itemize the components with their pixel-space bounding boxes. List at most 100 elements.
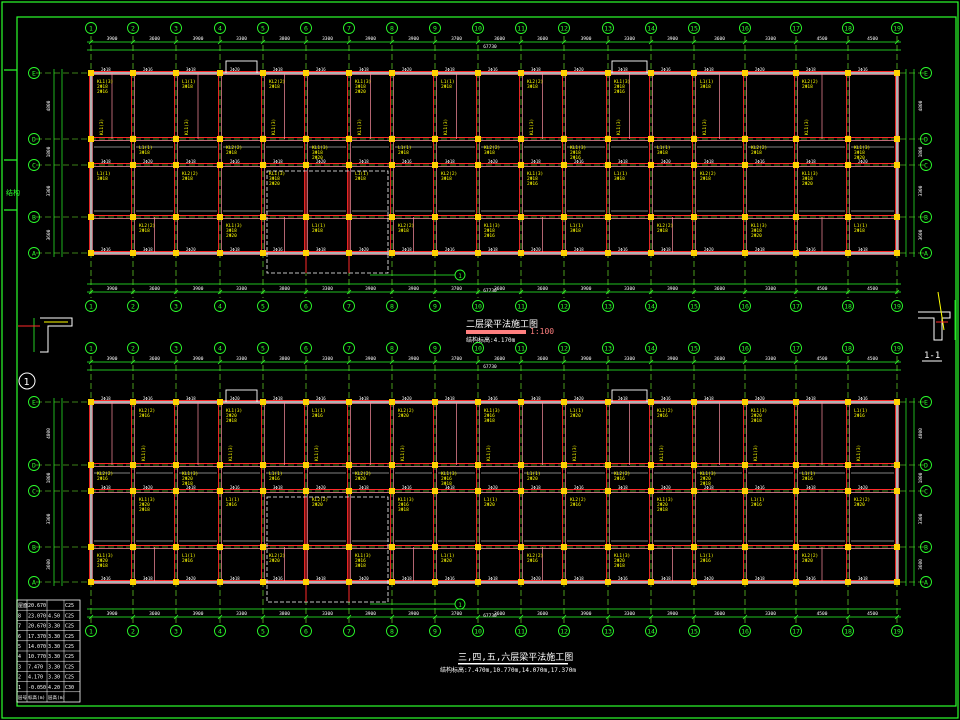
- rebar-label-top: 3Φ18: [531, 67, 541, 72]
- dimension-tick: [605, 39, 611, 45]
- axis-letter-label: C: [32, 488, 36, 496]
- column: [518, 544, 524, 550]
- dimension-vertical-right: 1800: [918, 146, 924, 157]
- dimension-span-bottom: 3600: [494, 611, 505, 617]
- rebar-annotation: 2Φ18: [484, 228, 495, 234]
- dimension-span-top: 3600: [149, 36, 160, 42]
- column: [303, 136, 309, 142]
- dimension-span-top: 3600: [149, 356, 160, 362]
- axis-bubble: [558, 625, 570, 637]
- dimension-span-bottom: 3900: [408, 286, 419, 292]
- rebar-annotation: 2Φ20: [312, 155, 323, 161]
- rebar-label-bottom: 2Φ18: [402, 247, 412, 252]
- axis-bubble: [688, 342, 700, 354]
- column: [303, 399, 309, 405]
- column: [217, 136, 223, 142]
- axis-letter-label: A: [924, 579, 928, 587]
- axis-bubble: [300, 22, 312, 34]
- column: [130, 462, 136, 468]
- axis-letter-label: D: [32, 136, 36, 144]
- dimension-overall-top: 67730: [483, 44, 497, 50]
- column: [691, 462, 697, 468]
- column: [561, 579, 567, 585]
- dimension-span-bottom: 4500: [817, 611, 828, 617]
- axis-number-label: 1: [89, 345, 93, 353]
- rebar-annotation: 3Φ18: [441, 481, 452, 487]
- dimension-tick: [303, 39, 309, 45]
- beam-annotation: KL2(2): [700, 171, 716, 177]
- column: [691, 250, 697, 256]
- column: [88, 488, 94, 494]
- dimension-span-bottom: 3800: [279, 286, 290, 292]
- axis-number-label: 2: [131, 628, 135, 636]
- rebar-label-mid: 2Φ20: [316, 159, 326, 164]
- column: [475, 250, 481, 256]
- beam-annotation: KL1(3): [614, 553, 630, 559]
- column: [845, 399, 851, 405]
- column: [793, 70, 799, 76]
- rebar-label-top: 2Φ16: [661, 67, 671, 72]
- axis-bubble: [85, 22, 97, 34]
- dimension-tick: [130, 289, 136, 295]
- rebar-label-top: 2Φ16: [488, 396, 498, 401]
- column: [88, 70, 94, 76]
- axis-bubble: [790, 300, 802, 312]
- axis-number-label: 1: [89, 25, 93, 33]
- axis-bubble: [920, 396, 932, 408]
- rebar-label-bottom: 2Φ18: [574, 247, 584, 252]
- axis-letter-label: B: [32, 214, 36, 222]
- beam-annotation: L1(1): [312, 223, 326, 229]
- axis-number-label: 8: [390, 345, 394, 353]
- rebar-label-mid: 3Φ18: [618, 159, 628, 164]
- column: [346, 136, 352, 142]
- rebar-annotation: 2Φ16: [570, 502, 581, 508]
- dimension-span-top: 3300: [624, 356, 635, 362]
- column: [346, 214, 352, 220]
- axis-number-label: 13: [604, 303, 612, 311]
- axis-bubble: [214, 300, 226, 312]
- axis-number-label: 10: [474, 25, 482, 33]
- beam-annotation: L1(1): [570, 408, 584, 414]
- axis-letter-label: D: [32, 462, 36, 470]
- beam-annotation: L1(1): [312, 408, 326, 414]
- axis-bubble: [891, 300, 903, 312]
- rebar-annotation: 2Φ20: [139, 502, 150, 508]
- axis-letter-label: C: [32, 162, 36, 170]
- column: [605, 488, 611, 494]
- column: [845, 250, 851, 256]
- axis-bubble: [920, 541, 932, 553]
- axis-bubble: [127, 300, 139, 312]
- column: [432, 162, 438, 168]
- dimension-vertical-right: 3300: [918, 185, 924, 196]
- axis-bubble: [842, 342, 854, 354]
- column: [845, 488, 851, 494]
- rebar-label-bottom: 3Φ18: [858, 576, 868, 581]
- axis-bubble: [429, 300, 441, 312]
- column: [260, 162, 266, 168]
- axis-number-label: 4: [218, 25, 222, 33]
- dimension-tick: [130, 614, 136, 620]
- dimension-tick: [691, 289, 697, 295]
- axis-letter-label: B: [924, 544, 928, 552]
- axis-bubble: [920, 247, 932, 259]
- dimension-tick: [346, 289, 352, 295]
- beam-annotation: L1(1): [802, 471, 816, 477]
- column: [691, 544, 697, 550]
- column: [518, 214, 524, 220]
- rebar-label-mid: 2Φ20: [316, 485, 326, 490]
- beam-annotation: KL2(2): [269, 79, 285, 85]
- dimension-span-bottom: 3900: [581, 286, 592, 292]
- column: [691, 488, 697, 494]
- axis-bubble: [257, 342, 269, 354]
- axis-number-label: 6: [304, 345, 308, 353]
- column: [389, 250, 395, 256]
- rebar-label-bottom: 3Φ18: [316, 247, 326, 252]
- table-cell-grade: C25: [65, 624, 74, 630]
- dimension-tick: [894, 39, 900, 45]
- dimension-span-top: 4500: [817, 356, 828, 362]
- dimension-span-bottom: 3900: [408, 611, 419, 617]
- axis-number-label: 13: [604, 628, 612, 636]
- dimension-tick: [475, 39, 481, 45]
- column: [475, 462, 481, 468]
- beam-annotation: L1(1): [700, 79, 714, 85]
